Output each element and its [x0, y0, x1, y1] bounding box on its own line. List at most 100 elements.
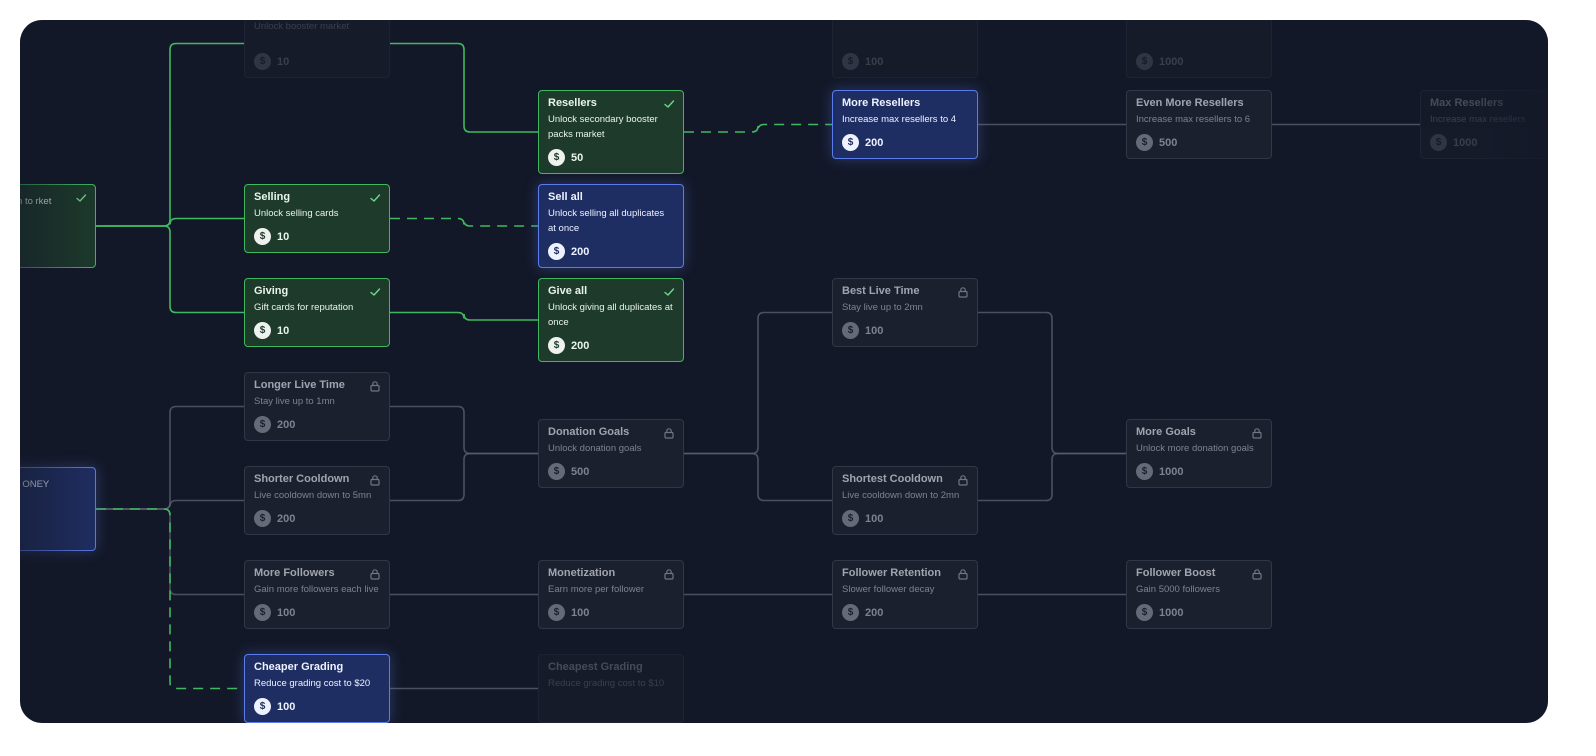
lock-icon: [663, 426, 675, 439]
check-icon: [663, 285, 675, 297]
skill-node-cost: 10: [277, 55, 290, 68]
skill-node-price: $1000: [1430, 134, 1477, 151]
skill-node-cost: 100: [571, 606, 590, 619]
skill-node-price: $500: [1136, 134, 1177, 151]
link-longer-live-time-to-donation-goals: [390, 405, 538, 455]
skill-node-description: Reduce grading cost to $20: [254, 678, 371, 689]
link-shorter-cooldown-to-donation-goals: [390, 452, 538, 502]
skill-node-title: Max Resellers: [1430, 97, 1504, 109]
coin-icon: $: [842, 322, 859, 339]
coin-icon: $: [254, 228, 271, 245]
coin-icon: $: [254, 698, 271, 715]
skill-node-price: $10: [254, 53, 289, 70]
skill-node-description: Live cooldown down to 5mn: [254, 490, 372, 501]
skill-node-partial-top-right[interactable]: $1000: [1126, 20, 1272, 78]
skill-node-price: $100: [842, 322, 883, 339]
skill-node-cost: 10: [277, 230, 290, 243]
coin-icon: $: [548, 463, 565, 480]
skill-node-partial-left-green[interactable]: boosters, ation to rket: [20, 184, 96, 268]
skill-node-price: $100: [842, 53, 883, 70]
coin-icon: $: [1136, 463, 1153, 480]
skill-node-cost: 1000: [1159, 55, 1184, 68]
lock-icon: [957, 285, 969, 298]
skill-node-description: ence, become ONEY: [20, 479, 50, 490]
skill-node-description: Increase max resellers to 6: [1136, 114, 1251, 125]
lock-icon: [957, 473, 969, 486]
link-giving-to-give-all: [390, 311, 538, 321]
skill-node-title: Follower Boost: [1136, 567, 1216, 579]
skill-node-cost: 200: [571, 245, 590, 258]
skill-node-price: $200: [842, 604, 883, 621]
skill-node-title: Longer Live Time: [254, 379, 345, 391]
link-donation-goals-to-best-live-time: [684, 311, 832, 455]
skill-node-title: Even More Resellers: [1136, 97, 1244, 109]
link-partial-left-blue-to-cheaper-grading: [96, 508, 244, 690]
skill-node-partial-top-left[interactable]: Unlock booster market $10: [244, 20, 390, 78]
skill-node-description: Unlock more donation goals: [1136, 443, 1254, 454]
skill-node-description: Reduce grading cost to $10: [548, 678, 665, 689]
skill-node-cost: 200: [865, 606, 884, 619]
skill-node-price: $200: [254, 510, 295, 527]
skill-node-price: $200: [254, 416, 295, 433]
skill-node-description: Increase max resellers: [1430, 114, 1526, 125]
skill-node-price: $200: [548, 243, 589, 260]
skill-node-cost: 500: [1159, 136, 1178, 149]
skill-node-price: $100: [548, 604, 589, 621]
skill-node-price: $1000: [1136, 604, 1183, 621]
link-partial-top-left-to-resellers: [390, 42, 538, 133]
skill-node-cost: 200: [865, 136, 884, 149]
skill-node-price: $100: [254, 698, 295, 715]
skill-node-partial-top-mid[interactable]: $100: [832, 20, 978, 78]
link-selling-to-sell-all: [390, 217, 538, 227]
link-resellers-to-more-resellers: [684, 123, 832, 133]
skill-node-cost: 1000: [1453, 136, 1478, 149]
skill-tree-canvas[interactable]: Unlock booster market$10$100$1000booster…: [20, 20, 1548, 723]
coin-icon: $: [842, 510, 859, 527]
coin-icon: $: [842, 53, 859, 70]
skill-node-price: $1000: [1136, 463, 1183, 480]
skill-node-title: Best Live Time: [842, 285, 920, 297]
coin-icon: $: [1136, 134, 1153, 151]
lock-icon: [369, 473, 381, 486]
skill-node-title: Give all: [548, 285, 588, 297]
skill-node-cost: 100: [865, 55, 884, 68]
coin-icon: $: [1136, 53, 1153, 70]
skill-node-partial-left-blue[interactable]: ence, become ONEY: [20, 467, 96, 551]
lock-icon: [369, 379, 381, 392]
skill-node-title: Monetization: [548, 567, 616, 579]
check-icon: [369, 285, 381, 297]
skill-node-title: Giving: [254, 285, 289, 297]
check-icon: [75, 191, 87, 203]
link-partial-left-blue-to-longer-live-time: [96, 405, 244, 510]
skill-node-cost: 100: [277, 700, 296, 713]
skill-node-price: $100: [842, 510, 883, 527]
skill-node-title: More Goals: [1136, 426, 1196, 438]
skill-node-cost: 200: [277, 418, 296, 431]
skill-node-price: $10: [254, 228, 289, 245]
skill-node-description: Earn more per follower: [548, 584, 645, 595]
skill-node-price: $200: [842, 134, 883, 151]
link-donation-goals-to-shortest-cooldown: [684, 452, 832, 502]
skill-node-cost: 100: [277, 606, 296, 619]
skill-node-description: Unlock booster market: [254, 21, 350, 32]
